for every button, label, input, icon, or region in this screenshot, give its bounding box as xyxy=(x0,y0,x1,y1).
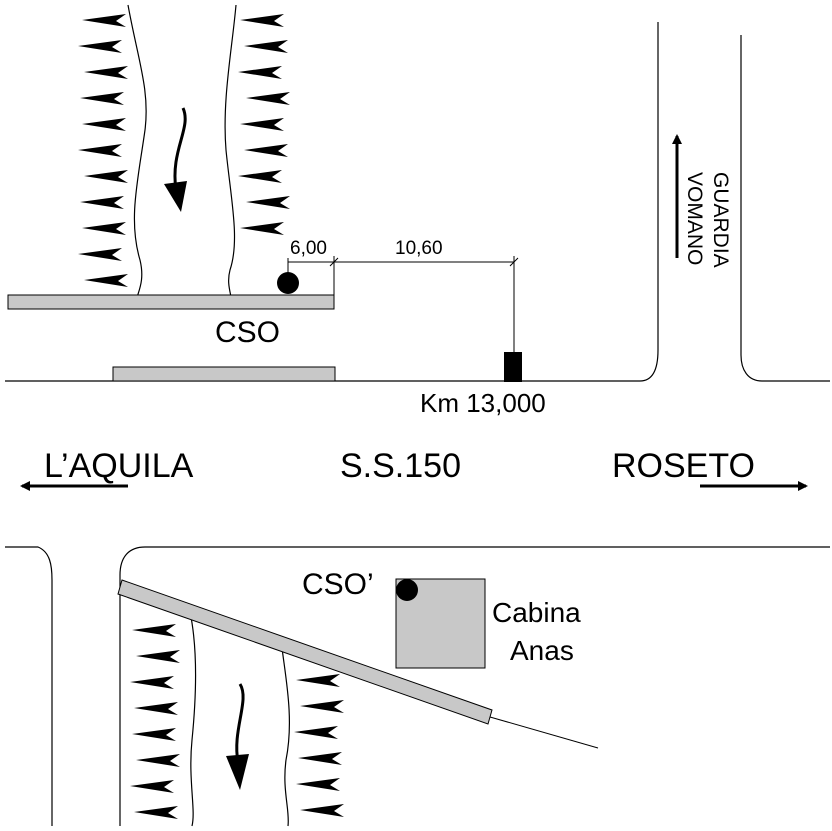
vegetation-hatch xyxy=(300,804,344,817)
road-north-edge-east xyxy=(740,35,830,382)
vegetation-hatch xyxy=(296,778,340,791)
north-road-parapet xyxy=(112,366,336,382)
vegetation-hatch xyxy=(84,274,128,287)
cabin-label-line2: Anas xyxy=(510,635,574,666)
vegetation-hatch xyxy=(130,676,174,689)
south-stream-east-bank xyxy=(281,647,290,827)
vegetation-hatch xyxy=(136,754,180,767)
cso-north-label: CSO xyxy=(215,316,280,349)
vegetation-hatch xyxy=(238,170,282,183)
east-destination-label: ROSETO xyxy=(612,447,755,485)
north-stream-east-bank xyxy=(224,4,237,306)
north-bridge-parapet xyxy=(7,294,335,310)
south-stream xyxy=(130,611,344,827)
vegetation-hatch xyxy=(134,702,178,715)
vegetation-hatch xyxy=(84,66,128,79)
vegetation-hatch xyxy=(300,700,344,713)
vegetation-hatch xyxy=(82,14,126,27)
dimension-first: 6,00 xyxy=(290,238,327,259)
vegetation-hatch xyxy=(298,752,342,765)
vegetation-hatch xyxy=(80,196,124,209)
dimension-lines: 6,00 10,60 xyxy=(287,238,519,352)
dimension-second: 10,60 xyxy=(395,238,443,259)
cso-south-point xyxy=(396,579,418,601)
cso-south-label: CSO’ xyxy=(302,568,374,601)
vegetation-north-left xyxy=(78,14,128,287)
vegetation-south-left xyxy=(130,624,180,819)
vegetation-hatch xyxy=(294,726,338,739)
vegetation-hatch xyxy=(82,118,126,131)
vegetation-hatch xyxy=(80,92,124,105)
vegetation-hatch xyxy=(296,674,340,687)
south-boundary-line xyxy=(489,716,599,749)
north-stream xyxy=(78,4,290,306)
cso-north-point xyxy=(277,272,299,294)
vegetation-hatch xyxy=(244,40,288,53)
curved-arrow-down-icon xyxy=(226,683,249,790)
vegetation-hatch xyxy=(246,196,290,209)
south-stream-west-bank xyxy=(189,611,197,827)
vegetation-hatch xyxy=(240,222,284,235)
vegetation-hatch xyxy=(238,66,282,79)
road-south-edge-east xyxy=(119,546,830,826)
south-bridge-parapet xyxy=(117,579,493,725)
vegetation-hatch xyxy=(82,222,126,235)
vegetation-hatch xyxy=(240,118,284,131)
km-marker-label: Km 13,000 xyxy=(420,388,546,418)
vegetation-hatch xyxy=(134,806,178,819)
north-destination-line2: VOMANO xyxy=(683,172,706,265)
vegetation-north-right xyxy=(238,14,290,235)
west-destination-label: L’AQUILA xyxy=(44,447,194,485)
vegetation-hatch xyxy=(240,14,284,27)
vegetation-hatch xyxy=(78,40,122,53)
vegetation-hatch xyxy=(78,248,122,261)
cabin-label-line1: Cabina xyxy=(492,597,581,628)
road-south-edge-west xyxy=(5,546,53,826)
vegetation-hatch xyxy=(130,780,174,793)
road-north-edge-west xyxy=(5,22,659,382)
vegetation-hatch xyxy=(84,170,128,183)
curved-arrow-down-icon xyxy=(164,107,187,212)
vegetation-south-right xyxy=(294,674,344,817)
road-name-label: S.S.150 xyxy=(340,447,461,485)
vegetation-hatch xyxy=(132,728,176,741)
main-road xyxy=(5,22,830,826)
vegetation-hatch xyxy=(136,650,180,663)
vegetation-hatch xyxy=(78,144,122,157)
north-destination-line1: GUARDIA xyxy=(709,172,732,268)
km-marker-post xyxy=(504,352,522,382)
vegetation-hatch xyxy=(132,624,176,637)
vegetation-hatch xyxy=(246,92,290,105)
vegetation-hatch xyxy=(244,144,288,157)
north-stream-west-bank xyxy=(127,4,147,306)
